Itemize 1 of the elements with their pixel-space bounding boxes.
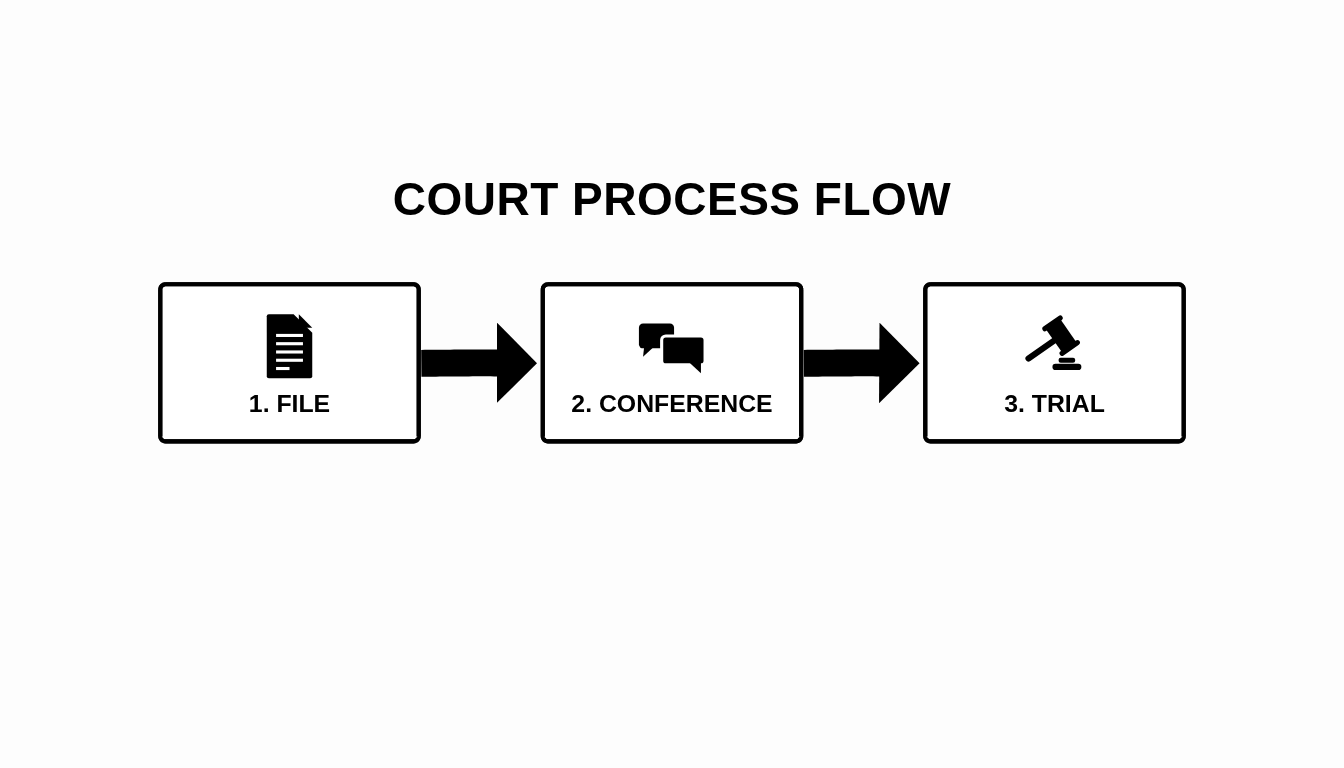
title: COURT PROCESS FLOW [392, 172, 952, 226]
